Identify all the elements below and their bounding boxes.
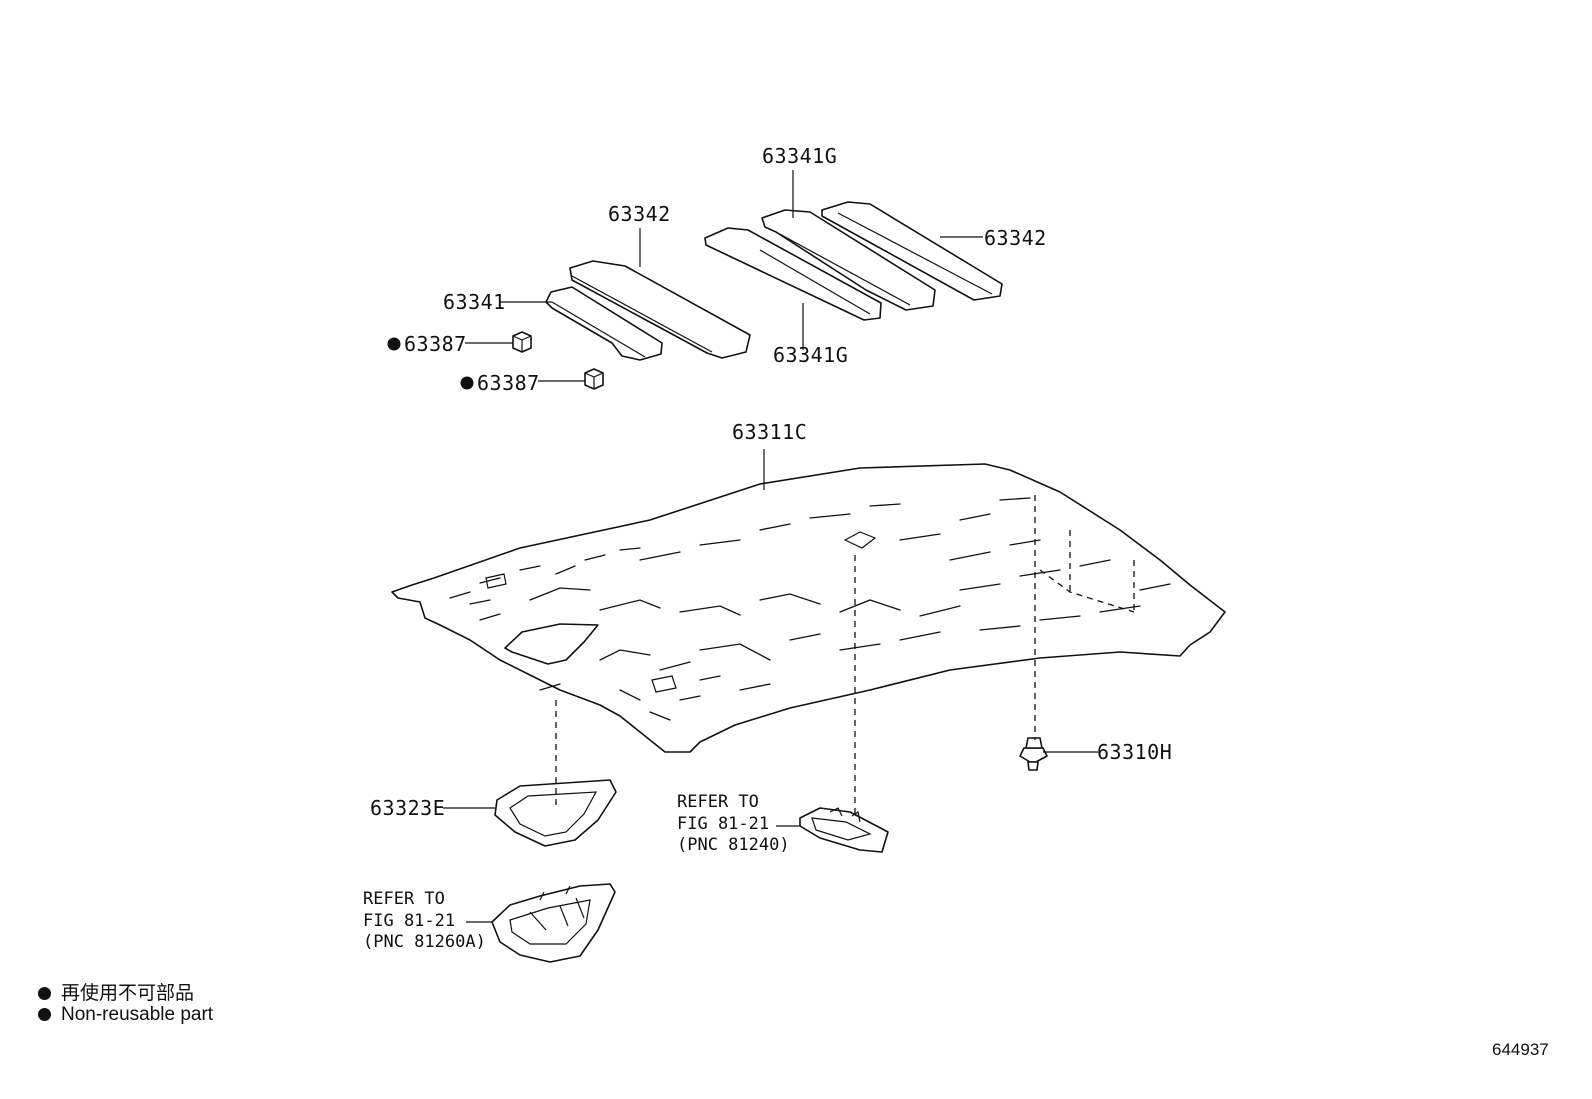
legend-bullet-icon (38, 987, 51, 1001)
legend-bullet-icon (38, 1008, 51, 1022)
legend-en-text: Non-reusable part (61, 1004, 214, 1025)
pad-63341 (545, 286, 663, 361)
non-reusable-bullet-b (460, 376, 474, 390)
label-63387-a: 63387 (404, 332, 467, 356)
dashed-guides (555, 495, 1036, 815)
legend-english: Non-reusable part (38, 1004, 213, 1026)
label-63341G-top: 63341G (762, 144, 837, 168)
bezel-63323E (494, 779, 617, 847)
non-reusable-bullet-a (387, 337, 401, 351)
console-81260A (491, 883, 616, 963)
pad-63341G-upper (761, 209, 936, 311)
headliner-63311C (391, 463, 1226, 753)
refer-1-line3: (PNC 81240) (677, 835, 790, 855)
refer-2-line3: (PNC 81260A) (363, 932, 486, 952)
label-63342-right: 63342 (984, 226, 1047, 250)
leader-lines (443, 170, 1098, 923)
pad-63342-right (821, 201, 1003, 301)
clip-63387-b (584, 368, 604, 390)
pad-63341G-lower (704, 227, 882, 321)
lamp-81240 (799, 807, 889, 853)
refer-2-line1: REFER TO (363, 889, 445, 909)
refer-1-line1: REFER TO (677, 792, 759, 812)
label-63387-b: 63387 (477, 371, 540, 395)
clip-63310H (1019, 737, 1048, 771)
label-63341: 63341 (443, 290, 506, 314)
legend-jp-text: 再使用不可部品 (61, 983, 195, 1004)
pad-63342-left (569, 260, 751, 359)
label-63341G-bottom: 63341G (773, 343, 848, 367)
clip-63387-a (512, 331, 532, 353)
label-63310H: 63310H (1097, 740, 1172, 764)
refer-2-line2: FIG 81-21 (363, 911, 455, 931)
label-63311C: 63311C (732, 420, 807, 444)
label-63342-left: 63342 (608, 202, 671, 226)
figure-id: 644937 (1492, 1040, 1549, 1059)
legend-japanese: 再使用不可部品 (38, 978, 194, 1005)
label-63323E: 63323E (370, 796, 445, 820)
refer-1-line2: FIG 81-21 (677, 814, 769, 834)
